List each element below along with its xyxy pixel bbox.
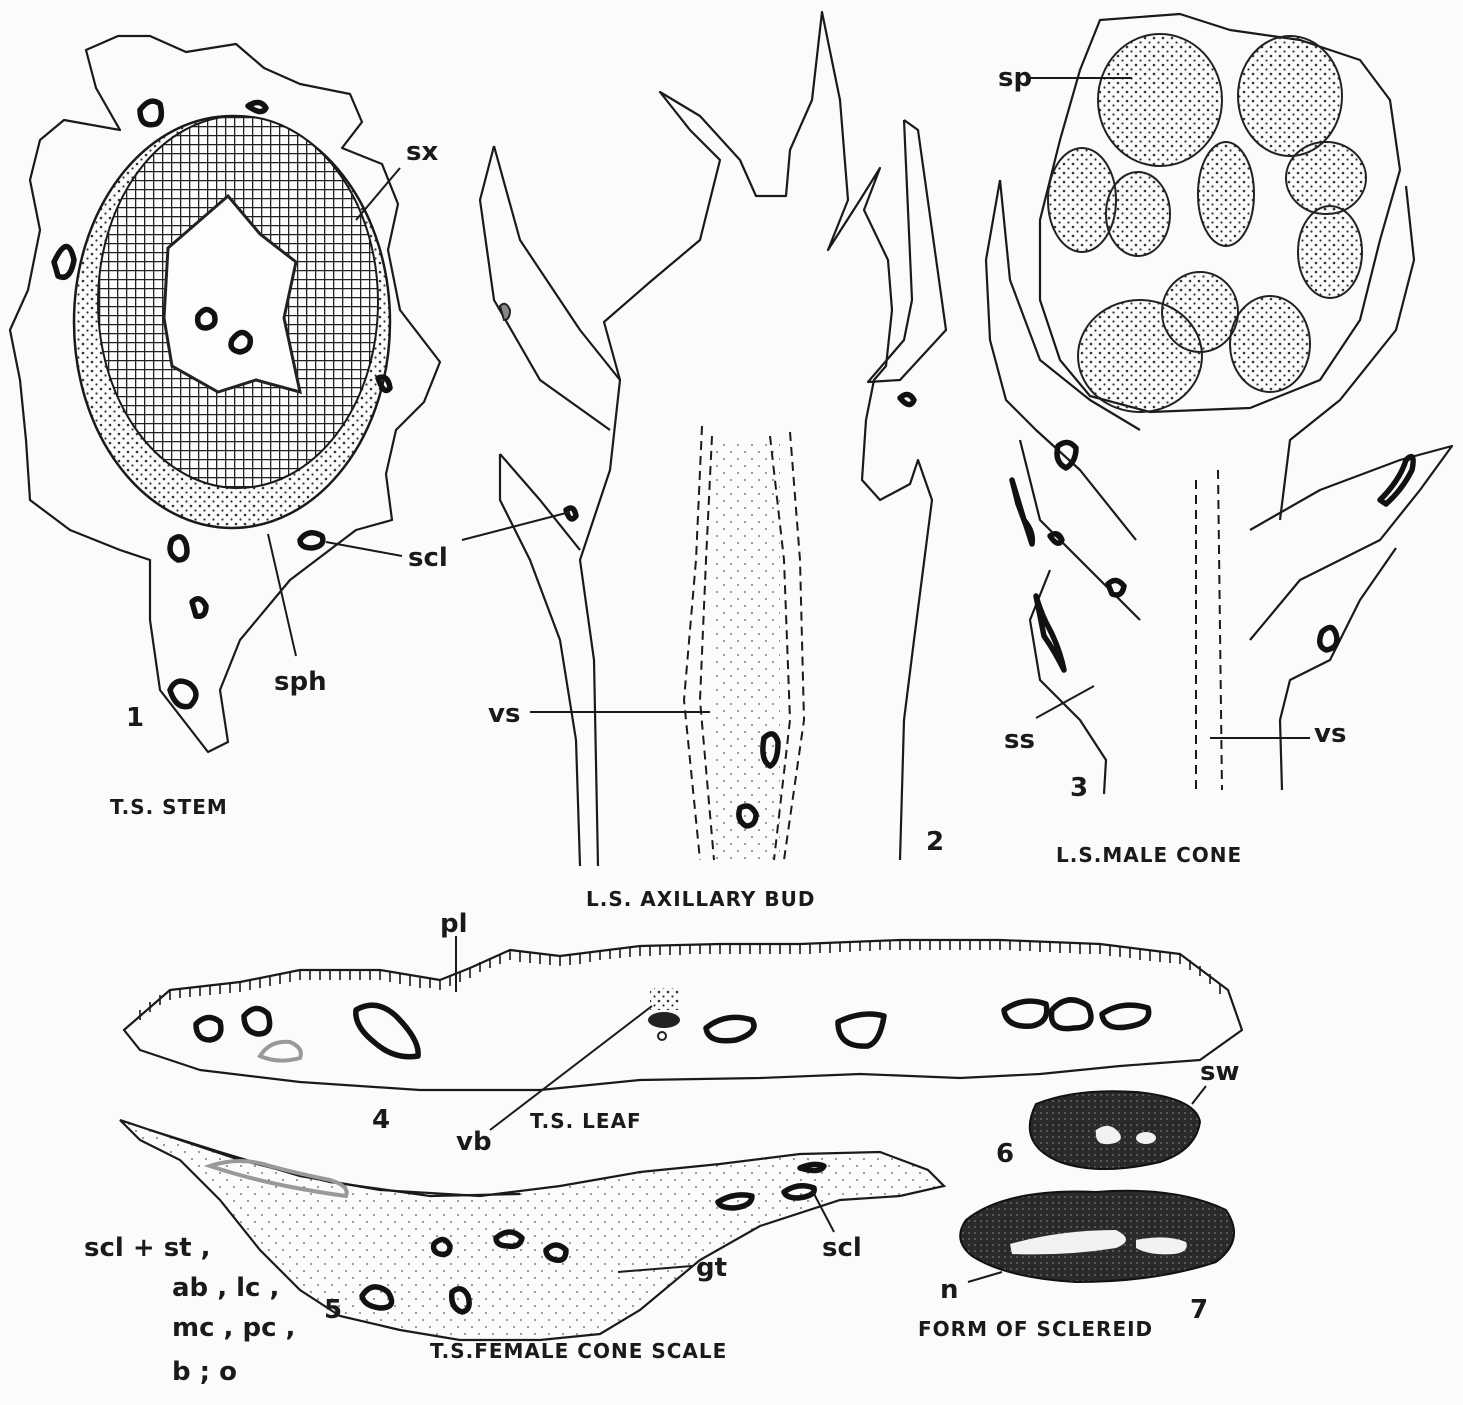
fig3-sclereid-chain-3 — [1380, 457, 1413, 504]
fig3-sporangium-6 — [1286, 142, 1366, 214]
fig4-number: 4 — [372, 1105, 390, 1135]
fig1-number: 1 — [126, 703, 144, 733]
fig7-number: 7 — [1190, 1295, 1208, 1325]
fig3-vascular-strand — [1196, 470, 1222, 790]
fig4-sclereid-6 — [838, 1014, 884, 1046]
legend-line-3: mc , pc , — [172, 1313, 295, 1343]
fig1-sclereid-top2 — [248, 102, 266, 111]
fig2-right-leaf — [868, 120, 946, 382]
fig3-sporangium-10 — [1230, 296, 1310, 392]
fig4-sclereid-5 — [706, 1017, 754, 1040]
fig2-label-vs: vs — [488, 699, 520, 729]
fig1-label-sph: sph — [274, 667, 327, 697]
fig1-leader-sph — [268, 534, 296, 656]
fig1-sclereid-scl — [300, 533, 323, 548]
fig5-label-scl: scl — [822, 1233, 862, 1263]
fig3-caption: L.S.MALE CONE — [1056, 843, 1242, 867]
fig1-sclereid-bottom-1 — [170, 537, 187, 560]
fig3-sclereid-3 — [1108, 580, 1124, 595]
fig2-sclereid-2 — [900, 394, 914, 404]
fig4-vascular-bundle-xylem — [650, 988, 680, 1010]
fig2-strand-stipple — [712, 440, 780, 860]
legend-line-4: b ; o — [172, 1357, 237, 1387]
fig5-number: 5 — [324, 1295, 342, 1325]
legend-line-1: scl + st , — [84, 1233, 211, 1263]
fig4-sclereid-8 — [1051, 1000, 1090, 1029]
fig4-sclereid-1 — [196, 1017, 221, 1040]
fig2-caption: L.S. AXILLARY BUD — [586, 887, 815, 911]
fig6-lumen-2 — [1136, 1132, 1156, 1144]
fig3-sporangium-2 — [1238, 36, 1342, 156]
fig3-sporangium-4 — [1106, 172, 1170, 256]
fig6-number: 6 — [996, 1139, 1014, 1169]
fig2-ls-axillary-bud: vs 2 L.S. AXILLARY BUD — [462, 12, 946, 911]
fig4-label-vb: vb — [456, 1127, 492, 1157]
fig7-leader-n — [968, 1272, 1002, 1282]
fig2-leader-scl — [462, 512, 570, 540]
fig3-sporangium-7 — [1298, 206, 1362, 298]
fig3-sporangium-5 — [1198, 142, 1254, 246]
fig6-leader-sw — [1192, 1086, 1206, 1104]
fig3-sclereid-chain-2 — [1036, 596, 1064, 670]
fig4-sclereid-9 — [1102, 1005, 1149, 1027]
fig6-7-form-of-sclereid: sw n 6 7 FORM OF SCLEREID — [918, 1057, 1240, 1341]
fig7-label-n: n — [940, 1275, 959, 1305]
fig1-sclereid-bottom-3 — [170, 681, 196, 707]
fig3-sporangium-9 — [1078, 300, 1202, 412]
fig3-sporangium-1 — [1098, 34, 1222, 166]
fig1-sclereid-bottom-2 — [192, 599, 206, 616]
fig2-number: 2 — [926, 827, 944, 857]
fig4-vascular-bundle — [648, 1012, 680, 1028]
fig2-left-leaf-upper — [480, 146, 620, 430]
fig3-sclereid-4 — [1320, 627, 1337, 650]
fig1-label-sx: sx — [406, 137, 438, 167]
fig3-label-sp: sp — [998, 63, 1032, 93]
fig3-leader-ss — [1036, 686, 1094, 718]
fig6-7-caption: FORM OF SCLEREID — [918, 1317, 1153, 1341]
fig1-sclereid-top — [140, 101, 161, 125]
legend: scl + st , ab , lc , mc , pc , b ; o — [84, 1233, 295, 1387]
fig3-label-vs: vs — [1314, 719, 1346, 749]
fig1-label-scl: scl — [408, 543, 448, 573]
fig5-scale-outline — [120, 1120, 944, 1340]
fig1-caption: T.S. STEM — [110, 795, 228, 819]
fig3-ls-male-cone: sp ss vs 3 L.S.MALE CONE — [986, 14, 1452, 867]
fig5-caption: T.S.FEMALE CONE SCALE — [430, 1339, 727, 1363]
fig3-sporangium-3 — [1048, 148, 1116, 252]
fig1-sclereid-left — [54, 246, 74, 277]
fig1-ts-stem: sx scl sph 1 T.S. STEM — [10, 36, 448, 819]
fig4-sclereid-7 — [1004, 1001, 1047, 1026]
fig4-sclereid-4 — [356, 1005, 418, 1057]
fig2-sclereid-5 — [500, 304, 510, 320]
fig4-sclereid-3 — [260, 1042, 301, 1061]
fig3-label-ss: ss — [1004, 725, 1035, 755]
fig3-number: 3 — [1070, 773, 1088, 803]
fig4-caption: T.S. LEAF — [530, 1109, 642, 1133]
fig4-label-pl: pl — [440, 909, 468, 939]
fig3-sclereid-1 — [1057, 442, 1076, 468]
legend-line-2: ab , lc , — [172, 1273, 279, 1303]
fig5-label-gt: gt — [696, 1253, 727, 1283]
fig3-sclereid-chain-1 — [1012, 480, 1032, 544]
fig4-sclereid-2 — [244, 1008, 270, 1034]
fig6-label-sw: sw — [1200, 1057, 1240, 1087]
fig4-leaf-outline — [124, 940, 1242, 1090]
fig3-sclereid-2 — [1050, 534, 1062, 543]
fig1-leader-scl — [326, 542, 402, 556]
fig4-vascular-bundle-dot — [658, 1032, 666, 1040]
